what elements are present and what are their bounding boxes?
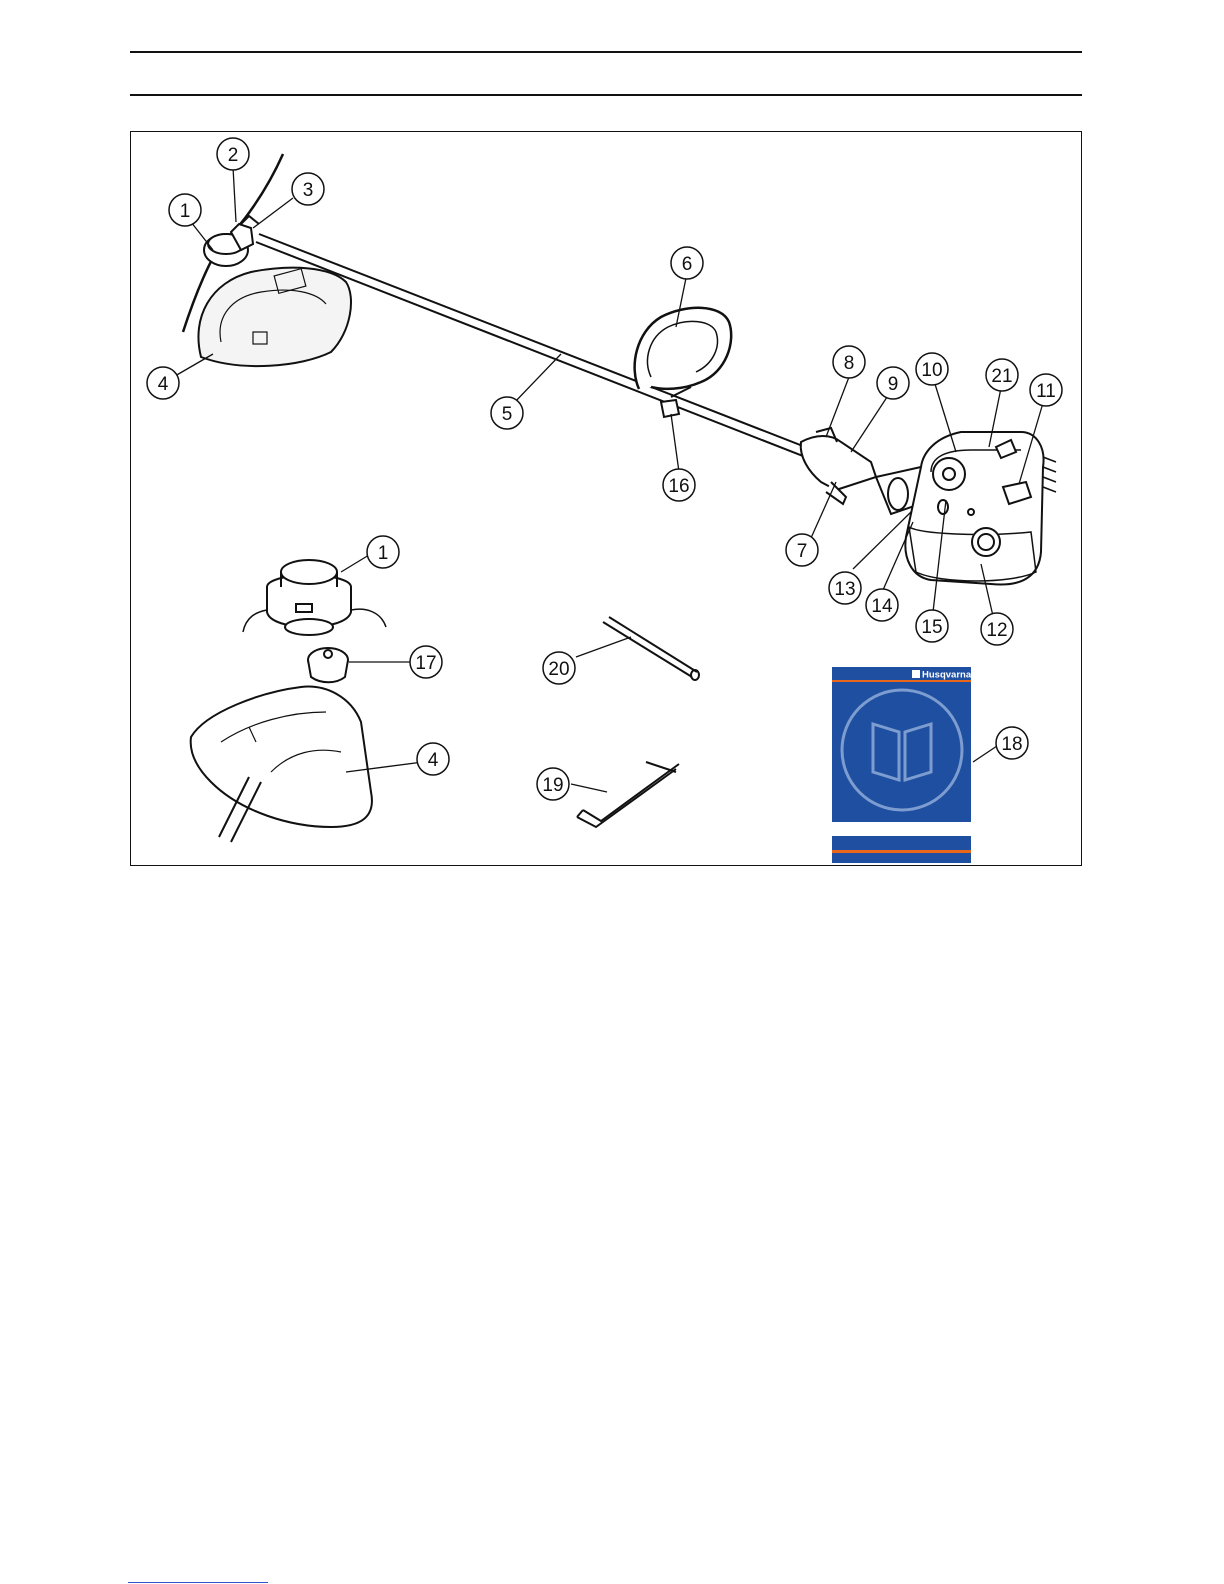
callout-1-bottom: 1 [367, 536, 399, 568]
callout-label: 16 [668, 476, 689, 497]
callout-label: 20 [548, 659, 569, 680]
callout-17: 17 [410, 646, 442, 678]
callout-14: 14 [866, 589, 898, 621]
callout-label: 19 [542, 775, 563, 796]
callout-label: 7 [797, 541, 808, 562]
callout-16: 16 [663, 469, 695, 501]
callout-9: 9 [877, 367, 909, 399]
callout-6: 6 [671, 247, 703, 279]
callout-label: 15 [921, 617, 942, 638]
callout-7: 7 [786, 534, 818, 566]
callout-19: 19 [537, 768, 569, 800]
callout-8: 8 [833, 346, 865, 378]
spare-trimmer-head [243, 560, 386, 635]
callout-5: 5 [491, 397, 523, 429]
throttle-handle [801, 436, 876, 490]
primer-bulb [933, 458, 965, 490]
callout-label: 13 [834, 579, 855, 600]
callout-label: 1 [180, 201, 191, 222]
callout-label: 10 [921, 360, 942, 381]
callout-2: 2 [217, 138, 249, 170]
callout-4-top: 4 [147, 367, 179, 399]
callout-label: 5 [502, 404, 513, 425]
combination-key [603, 617, 699, 680]
callout-label: 21 [991, 366, 1012, 387]
callout-20: 20 [543, 652, 575, 684]
callout-3: 3 [292, 173, 324, 205]
callout-18: 18 [996, 727, 1028, 759]
callout-label: 6 [682, 254, 693, 275]
callout-15: 15 [916, 610, 948, 642]
callout-4-bottom: 4 [417, 743, 449, 775]
cutting-guard [198, 268, 351, 366]
callout-label: 14 [871, 596, 893, 617]
engine-housing [905, 432, 1043, 585]
callout-label: 1 [378, 543, 389, 564]
spare-cutting-guard [191, 648, 372, 842]
header-rule-bottom [130, 94, 1082, 96]
callout-label: 4 [158, 374, 169, 395]
callout-label: 17 [415, 653, 436, 674]
callout-label: 2 [228, 145, 239, 166]
callout-1-top: 1 [169, 194, 201, 226]
callout-label: 11 [1036, 381, 1056, 402]
callout-12: 12 [981, 613, 1013, 645]
callout-11: 11 [1030, 374, 1062, 406]
header-rule-top [130, 51, 1082, 53]
callout-label: 3 [303, 180, 314, 201]
callout-label: 4 [428, 750, 439, 771]
operators-manual: Husqvarna [832, 667, 972, 863]
parts-illustration: Husqvarna 1 2 [131, 132, 1081, 865]
hex-key [577, 762, 679, 827]
parts-illustration-frame: Husqvarna 1 2 [130, 131, 1082, 866]
callout-label: 12 [986, 620, 1007, 641]
callout-10: 10 [916, 353, 948, 385]
callout-label: 9 [888, 374, 899, 395]
callout-21: 21 [986, 359, 1018, 391]
footer-link-underline [128, 1582, 268, 1583]
manual-brand-label: Husqvarna [922, 670, 972, 681]
callout-13: 13 [829, 572, 861, 604]
callout-label: 18 [1001, 734, 1022, 755]
callout-label: 8 [844, 353, 855, 374]
fuel-cap [972, 528, 1000, 556]
